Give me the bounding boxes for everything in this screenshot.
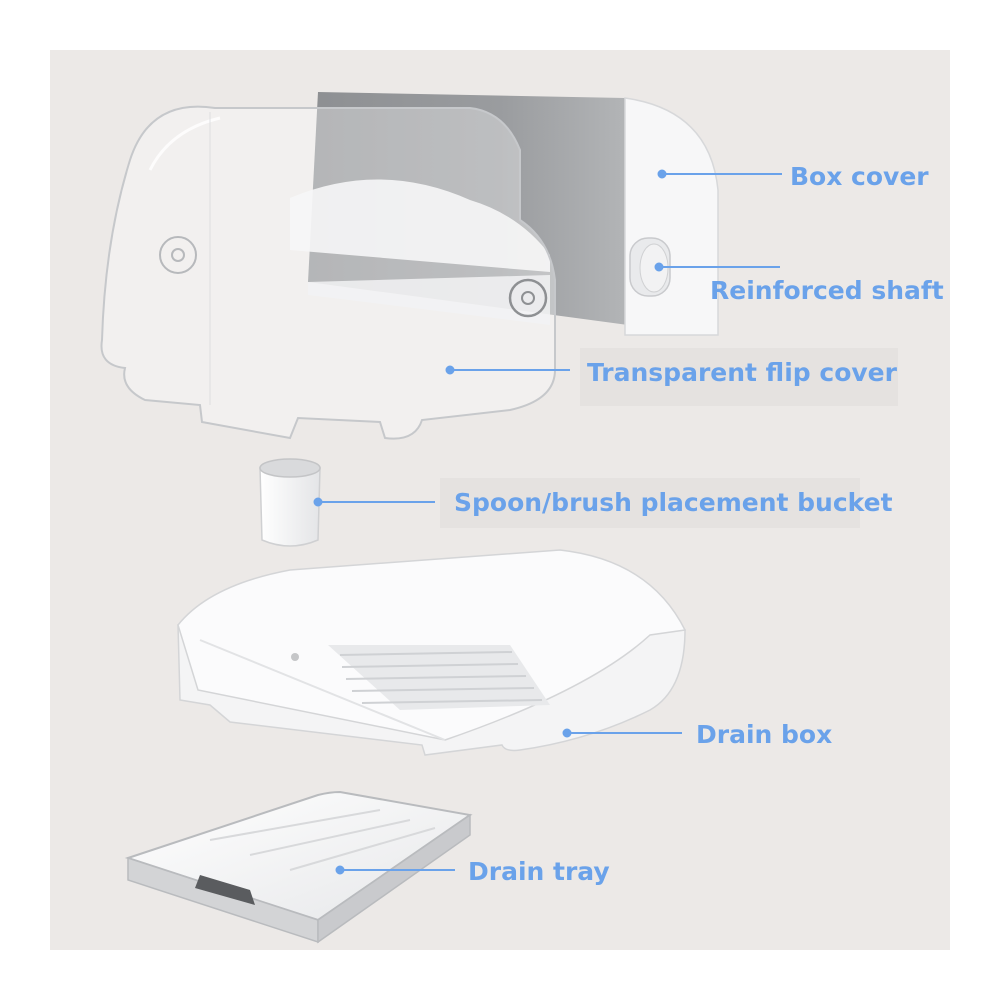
transparent-flip-cover-part <box>100 105 556 440</box>
label-bg-spoon-brush-bucket <box>440 478 860 528</box>
label-box-cover: Box cover <box>790 162 929 191</box>
label-drain-box: Drain box <box>696 720 833 749</box>
label-transparent-flip-cover: Transparent flip cover <box>587 358 897 387</box>
label-reinforced-shaft: Reinforced shaft <box>710 276 944 305</box>
exploded-illustration <box>100 92 782 944</box>
product-diagram: Box cover Reinforced shaft Transparent f… <box>50 50 950 950</box>
label-spoon-brush-bucket: Spoon/brush placement bucket <box>454 488 893 517</box>
leader-dot-drain-box <box>562 728 572 738</box>
label-drain-tray: Drain tray <box>468 857 610 886</box>
leader-dot-transparent-flip-cover <box>445 365 455 375</box>
box-cover-part <box>290 92 719 336</box>
leader-dot-spoon-brush-bucket <box>313 497 323 507</box>
spoon-brush-bucket-part <box>259 458 321 547</box>
leader-lines <box>313 169 782 875</box>
leader-dot-reinforced-shaft <box>654 262 664 272</box>
label-bg-transparent-flip-cover <box>580 348 898 406</box>
drain-tray-part <box>124 790 473 944</box>
drain-box-part <box>177 549 687 756</box>
leader-dot-drain-tray <box>335 865 345 875</box>
leader-dot-box-cover <box>657 169 667 179</box>
reinforced-shaft-part <box>629 237 671 297</box>
